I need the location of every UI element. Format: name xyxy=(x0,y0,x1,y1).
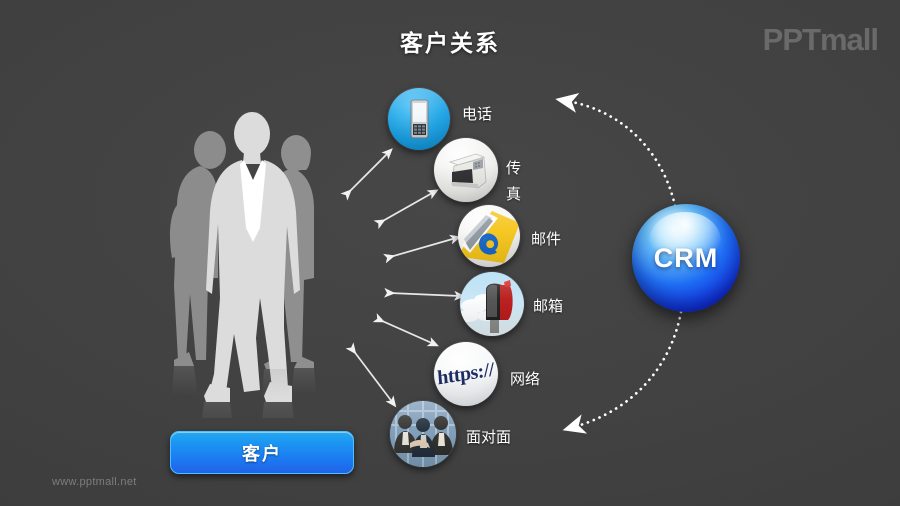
crm-hub-sphere[interactable]: CRM xyxy=(632,204,740,312)
channel-web[interactable]: https:// xyxy=(434,342,498,406)
channel-mailbox[interactable] xyxy=(460,272,524,336)
channel-label-mailbox: 邮箱 xyxy=(533,298,564,315)
handshake-photo-icon xyxy=(390,401,456,467)
https-web-icon: https:// xyxy=(434,342,498,406)
silhouette-back-left xyxy=(170,131,226,366)
customer-button-label: 客户 xyxy=(242,443,282,464)
silhouette-shirt-tie xyxy=(240,160,266,242)
dotted-arrow-top xyxy=(555,93,677,208)
arrow-to-email xyxy=(383,234,462,264)
channel-fax[interactable] xyxy=(434,138,498,202)
channel-label-email: 邮件 xyxy=(531,231,562,248)
channel-facetoface[interactable] xyxy=(390,401,456,467)
page-title: 客户关系 xyxy=(400,30,500,56)
fax-machine-icon xyxy=(434,138,498,202)
mobile-phone-icon xyxy=(388,88,450,150)
silhouette-reflection xyxy=(172,366,316,418)
channel-label-facetoface: 面对面 xyxy=(466,429,512,446)
dotted-arrow-bottom xyxy=(562,310,683,434)
arrow-to-facetoface xyxy=(345,342,397,408)
channel-label-fax: 传真 xyxy=(506,160,522,204)
channel-email[interactable] xyxy=(458,205,520,267)
customer-people-illustration xyxy=(148,108,358,418)
email-at-icon xyxy=(458,205,520,267)
arrow-to-web xyxy=(372,313,439,347)
arrow-to-phone xyxy=(340,148,393,201)
customer-button[interactable]: 客户 xyxy=(170,431,354,474)
channel-label-phone: 电话 xyxy=(462,106,493,123)
arrow-to-fax xyxy=(373,189,439,230)
arrow-to-mailbox xyxy=(384,287,466,301)
mailbox-icon xyxy=(460,272,524,336)
footer-url: www.pptmall.net xyxy=(52,476,137,488)
channel-label-web: 网络 xyxy=(510,371,541,388)
crm-label: CRM xyxy=(653,242,719,273)
pptmall-logo: PPTmall xyxy=(762,22,879,57)
https-text: https:// xyxy=(436,358,496,389)
